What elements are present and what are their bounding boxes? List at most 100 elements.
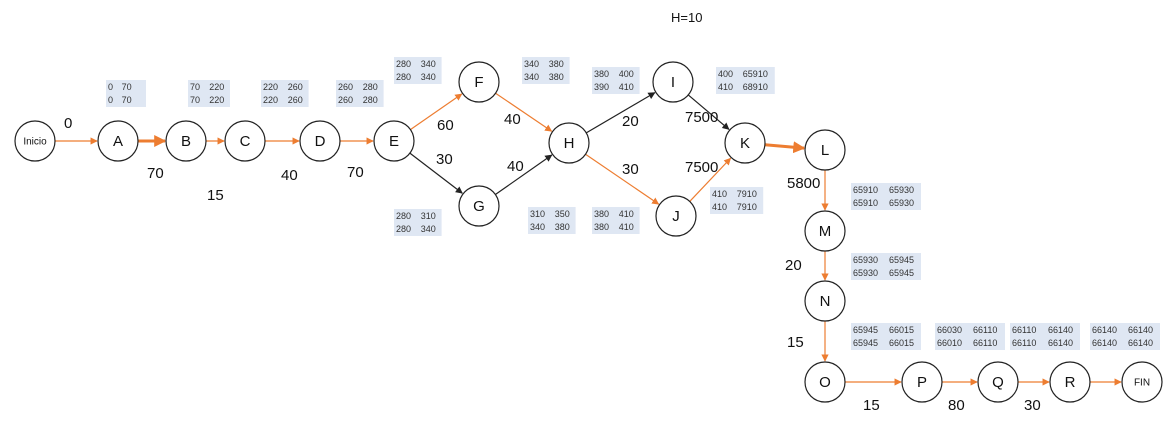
node-circle: [165, 120, 207, 162]
node-circle: [1121, 361, 1163, 403]
time-box-value: 65930: [889, 185, 914, 195]
node-circle: [977, 361, 1019, 403]
time-box-value: 7910: [737, 202, 757, 212]
time-box-value: 280: [363, 82, 378, 92]
node-label: K: [740, 135, 750, 152]
time-box-value: 65945: [853, 325, 878, 335]
time-box-bg: [522, 57, 570, 84]
node-label: O: [819, 374, 831, 391]
edge-label-c-d: 40: [281, 167, 298, 184]
time-box-bg: [394, 57, 442, 84]
time-box-value: 380: [549, 72, 564, 82]
time-box-value: 66140: [1048, 338, 1073, 348]
time-box-value: 66110: [973, 338, 997, 348]
time-box-value: 340: [421, 72, 436, 82]
time-box-bg: [528, 207, 576, 234]
time-box-value: 66110: [1012, 325, 1036, 335]
time-box-value: 280: [396, 59, 411, 69]
edge-label-q-r: 30: [1024, 397, 1041, 414]
edges-layer: [55, 92, 1122, 386]
time-box-bg: [1090, 323, 1160, 350]
node-circle: [1049, 361, 1091, 403]
edge-label-j-k: 7500: [685, 159, 718, 176]
time-box-value: 390: [594, 82, 609, 92]
time-box-value: 66140: [1092, 338, 1117, 348]
time-box-bg: [592, 67, 640, 94]
time-box-bg: [716, 67, 775, 94]
time-box-bg: [1010, 323, 1080, 350]
edge-label-o-p: 15: [863, 397, 880, 414]
time-box-value: 65945: [889, 255, 914, 265]
node-label: E: [389, 133, 399, 150]
node-label: M: [819, 223, 832, 240]
time-box-value: 410: [718, 82, 733, 92]
node-i: I: [652, 61, 694, 103]
time-box-value: 400: [619, 69, 634, 79]
node-circle: [97, 120, 139, 162]
time-box-value: 410: [619, 222, 634, 232]
time-box-value: 280: [396, 211, 411, 221]
node-e: E: [373, 120, 415, 162]
edge-e-f: [410, 93, 463, 131]
time-box-value: 70: [122, 82, 132, 92]
edge-f-h: [495, 92, 553, 132]
time-box-value: 66140: [1048, 325, 1073, 335]
edge-h-i: [585, 92, 656, 134]
node-label: B: [181, 133, 191, 150]
time-box-value: 340: [530, 222, 545, 232]
edge-e-g: [409, 152, 463, 194]
edge-label-a-b: 70: [147, 165, 164, 182]
time-box-value: 65945: [853, 338, 878, 348]
node-circle: [458, 185, 500, 227]
node-circle: [901, 361, 943, 403]
time-box-value: 65910: [743, 69, 768, 79]
edge-label-l-m: 5800: [787, 175, 820, 192]
edge-label-d-e: 70: [347, 164, 364, 181]
time-box-value: 66030: [937, 325, 962, 335]
edge-label-i-k: 7500: [685, 109, 718, 126]
time-box-value: 280: [363, 95, 378, 105]
node-circle: [724, 122, 766, 164]
node-c: C: [224, 120, 266, 162]
time-box-value: 260: [288, 82, 303, 92]
time-box-value: 65930: [889, 198, 914, 208]
time-box-bg: [935, 323, 1005, 350]
node-circle: [458, 61, 500, 103]
time-box-value: 220: [209, 95, 224, 105]
time-box-value: 66015: [889, 338, 914, 348]
time-box-value: 400: [718, 69, 733, 79]
time-box-value: 70: [190, 82, 200, 92]
time-box-value: 65910: [853, 198, 878, 208]
node-circle: [804, 361, 846, 403]
time-box-value: 66015: [889, 325, 914, 335]
time-box-value: 310: [530, 209, 545, 219]
time-box-value: 380: [594, 209, 609, 219]
time-box-bg: [851, 253, 921, 280]
time-box-value: 70: [190, 95, 200, 105]
time-box-bg: [336, 80, 384, 107]
node-label: Q: [992, 374, 1004, 391]
node-p: P: [901, 361, 943, 403]
node-label: R: [1065, 374, 1076, 391]
node-fin: FIN: [1121, 361, 1163, 403]
time-box-o: 65945 66015 65945 66015: [851, 323, 921, 350]
node-label: L: [821, 142, 829, 159]
node-label: N: [820, 293, 831, 310]
time-box-value: 280: [396, 72, 411, 82]
edge-label-m-n: 20: [785, 257, 802, 274]
time-box-value: 260: [288, 95, 303, 105]
time-box-bg: [261, 80, 309, 107]
node-circle: [14, 120, 56, 162]
node-label: H: [564, 135, 575, 152]
time-box-bg: [394, 209, 442, 236]
